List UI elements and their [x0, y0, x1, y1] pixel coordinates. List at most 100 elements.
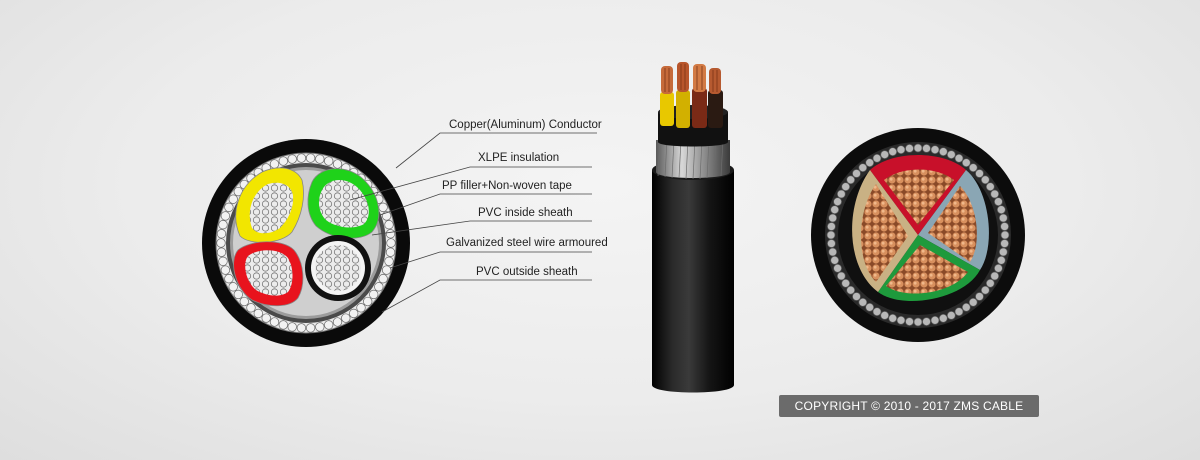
armour-wire [827, 222, 836, 231]
cable-armour [656, 140, 730, 178]
conductor-yellow [249, 182, 294, 234]
armour-wire [224, 274, 234, 284]
armour-wire [827, 239, 836, 248]
photo-conductor-3 [886, 245, 968, 294]
armour-wire [985, 278, 995, 288]
armour-wire [246, 303, 256, 313]
label-insulation: XLPE insulation [478, 152, 559, 164]
armour-wire [269, 159, 280, 169]
armour-wire [938, 313, 948, 323]
armour-wire [385, 247, 396, 257]
armour-wire [905, 317, 914, 326]
armour-wire [828, 247, 838, 257]
armour-wire [1000, 230, 1010, 240]
armour-wire [324, 156, 334, 166]
armour-wire [220, 211, 231, 221]
photo-core-yellow-2 [676, 90, 690, 128]
armour-wire [826, 230, 836, 240]
armour-wire [216, 238, 226, 248]
armour-wire [998, 213, 1008, 223]
armour-wire [828, 213, 838, 223]
armour-wire [278, 156, 288, 166]
armour-wire [852, 169, 861, 178]
armour-wire [261, 313, 271, 323]
armour-wire [278, 320, 288, 330]
photo-core-yellow [660, 92, 674, 126]
armour-wire [315, 322, 325, 332]
armour-wire [968, 163, 978, 173]
copyright-badge: COPYRIGHT © 2010 - 2017 ZMS CABLE [779, 395, 1039, 417]
cable-jacket [652, 170, 734, 393]
armour-wire [836, 189, 846, 199]
armour-wire [349, 308, 359, 319]
armour-stripes [657, 139, 724, 180]
photo-conductor-2 [928, 186, 977, 262]
armour-wire [880, 150, 890, 159]
armour-wire [852, 292, 861, 301]
armour-wire [998, 247, 1008, 257]
armour-wire [378, 274, 388, 284]
armour-wire [386, 238, 396, 248]
armour-wire [341, 313, 351, 323]
armour-wire [930, 315, 940, 325]
armour-wire [332, 317, 343, 327]
armour-wire [841, 278, 851, 288]
photo-copper-strands [661, 62, 721, 94]
armour-wire [858, 163, 868, 173]
label-outside-sheath: PVC outside sheath [476, 266, 578, 278]
photo-conductor-1 [884, 169, 954, 225]
armour-wire [228, 282, 238, 292]
armour-wire [913, 317, 923, 327]
armour-wire [833, 263, 842, 273]
leader-lines [349, 132, 597, 313]
armour-wire [224, 202, 234, 212]
photo-cross-section [811, 128, 1025, 342]
photo-core-black [708, 90, 723, 128]
armour-wire [369, 289, 379, 300]
armour-wire [896, 315, 906, 325]
armour-wire [922, 317, 931, 326]
armour-wire [905, 144, 914, 153]
armour-wire [865, 158, 875, 168]
armour-wire [384, 256, 394, 266]
armour-wire [315, 154, 325, 164]
armour-wire [1000, 239, 1009, 248]
armour-wire [980, 285, 990, 295]
armour-wire [332, 159, 343, 169]
conductor-black [315, 245, 361, 291]
armour-wire [384, 220, 394, 230]
armour-wire [287, 322, 297, 332]
armour-wire [846, 175, 856, 185]
armour-wire [385, 229, 396, 239]
conductor-red [245, 250, 293, 296]
armour-wire [961, 158, 971, 168]
armour-wire [954, 307, 964, 317]
armour-wire [253, 308, 263, 319]
armour-wire [990, 189, 1000, 199]
armour-wire [841, 182, 851, 192]
conductor-green [318, 179, 369, 228]
armour-wire [865, 302, 875, 312]
label-filler: PP filler+Non-woven tape [442, 180, 572, 192]
armour-wire [996, 205, 1006, 215]
armour-wire [218, 220, 228, 230]
armour-wire [880, 311, 890, 320]
armour-wire [858, 297, 868, 307]
armour-wire [296, 323, 307, 333]
armour-wire [324, 320, 334, 330]
armour-wire [975, 169, 984, 178]
armour-wire [296, 153, 307, 163]
armour-wire [946, 311, 956, 320]
armour-wire [363, 296, 373, 307]
armour-wire [220, 265, 231, 275]
armour-wire [954, 153, 964, 163]
armour-wire [356, 303, 366, 313]
armour-wire [216, 229, 227, 239]
armour-wire [381, 265, 392, 275]
armour-wire [888, 147, 898, 157]
armour-wire [913, 143, 923, 153]
armour-wire [938, 147, 948, 157]
armour-wire [996, 255, 1006, 265]
photo-core-brown [692, 88, 707, 128]
